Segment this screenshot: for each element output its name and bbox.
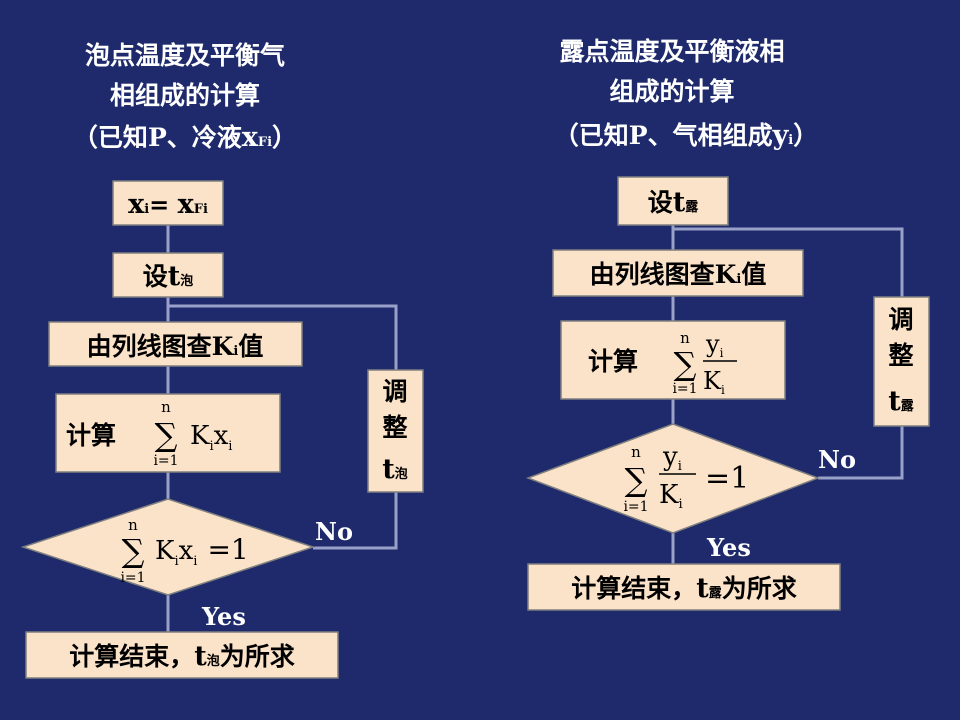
calculate-box <box>560 320 786 400</box>
sum-y-over-k-eq-1-formula: n ∑ i=1 yi Ki =1 <box>623 442 749 515</box>
no-label: No <box>818 445 856 474</box>
svg-text:Ki: Ki <box>703 367 725 397</box>
adjust-char-1: 调 <box>382 377 407 406</box>
left-flowchart: 泡点温度及平衡气 相组成的计算 （已知P、冷液xFi） xi= xFi 设t泡 … <box>20 41 424 679</box>
left-connectors <box>166 225 398 632</box>
set-temperature-label: 设t露 <box>648 187 700 218</box>
right-flowchart: 露点温度及平衡液相 组成的计算 （已知P、气相组成yi） 设t露 由列线图查Ki… <box>525 37 930 611</box>
lookup-k-box <box>48 321 303 367</box>
left-title-line2: 相组成的计算 <box>110 81 260 110</box>
result-box <box>527 563 841 611</box>
adjust-box <box>873 296 930 427</box>
adjust-char-2: 整 <box>382 413 407 442</box>
result-label: 计算结束，t泡为所求 <box>69 641 295 672</box>
svg-text:∑: ∑ <box>674 345 697 383</box>
convergence-decision <box>525 423 821 534</box>
left-title-line3: （已知P、冷液xFi） <box>73 122 297 153</box>
no-connector <box>313 492 398 550</box>
svg-text:∑: ∑ <box>122 532 145 570</box>
result-label: 计算结束，t露为所求 <box>571 573 797 604</box>
right-title-line3: （已知P、气相组成yi） <box>554 120 819 151</box>
yes-label: Yes <box>201 602 246 631</box>
svg-text:i=1: i=1 <box>623 499 648 515</box>
set-temperature-box <box>617 176 729 226</box>
svg-text:=1: =1 <box>705 461 749 496</box>
adjust-variable: t泡 <box>382 454 408 485</box>
svg-text:Ki: Ki <box>659 480 683 512</box>
no-connector <box>818 426 904 480</box>
calculate-label: 计算 <box>588 347 638 376</box>
calculate-box <box>55 393 281 473</box>
svg-text:yi: yi <box>705 330 724 360</box>
yes-label: Yes <box>706 533 751 562</box>
loop-connector <box>168 304 398 370</box>
result-box <box>25 631 339 679</box>
right-title-line2: 组成的计算 <box>609 77 734 106</box>
svg-text:yi: yi <box>662 442 682 474</box>
svg-text:i=1: i=1 <box>672 381 697 397</box>
svg-text:n: n <box>161 398 171 416</box>
adjust-variable: t露 <box>888 386 914 417</box>
calculate-label: 计算 <box>66 421 116 450</box>
left-title-line1: 泡点温度及平衡气 <box>85 41 285 70</box>
lookup-k-box <box>552 249 804 297</box>
svg-text:i=1: i=1 <box>120 570 145 586</box>
svg-text:i=1: i=1 <box>153 453 178 469</box>
lookup-k-label: 由列线图查Ki值 <box>590 260 767 289</box>
convergence-decision <box>20 498 316 596</box>
sum-k-x-eq-1-formula: n ∑ i=1 Kixi=1 <box>120 516 248 586</box>
lookup-k-label: 由列线图查Ki值 <box>87 332 264 361</box>
svg-text:n: n <box>128 516 138 534</box>
set-temperature-label: 设t泡 <box>143 261 194 292</box>
init-step-label: xi= xFi <box>128 189 208 220</box>
no-label: No <box>315 517 353 546</box>
set-temperature-box <box>112 252 224 298</box>
init-step-box <box>112 180 224 226</box>
svg-text:∑: ∑ <box>155 416 178 454</box>
svg-text:n: n <box>680 329 690 347</box>
adjust-char-1: 调 <box>888 305 913 334</box>
svg-text:Kixi: Kixi <box>190 421 232 454</box>
right-connectors <box>671 225 904 564</box>
svg-text:∑: ∑ <box>625 461 648 499</box>
loop-connector <box>673 227 904 297</box>
svg-text:n: n <box>631 443 641 461</box>
svg-text:Kixi=1: Kixi=1 <box>155 533 249 569</box>
adjust-char-2: 整 <box>888 341 913 370</box>
adjust-box <box>367 369 424 493</box>
sum-y-over-k-formula: n ∑ i=1 yi Ki <box>672 329 737 397</box>
sum-k-x-formula: n ∑ i=1 Kixi <box>153 398 232 469</box>
right-title-line1: 露点温度及平衡液相 <box>559 37 784 66</box>
